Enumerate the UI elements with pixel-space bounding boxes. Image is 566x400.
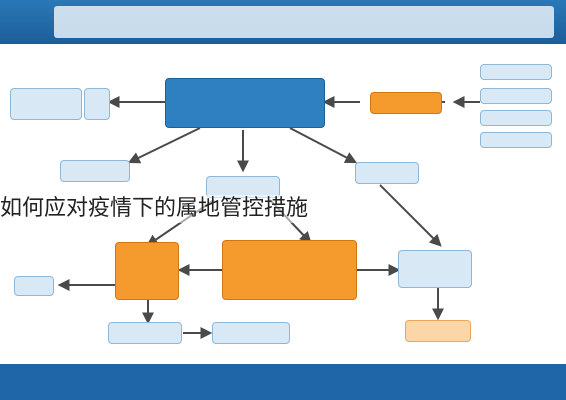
feedback-box <box>60 160 130 182</box>
isolation-box <box>405 320 471 342</box>
arrow-hq-to-feedback <box>127 127 201 164</box>
source-box-4 <box>480 132 552 148</box>
overlay-caption: 如何应对疫情下的属地管控措施 <box>0 195 309 223</box>
left-orange-panel <box>115 242 179 300</box>
title-banner <box>0 0 566 44</box>
title-banner-panel <box>54 6 554 38</box>
street-box <box>398 250 472 288</box>
arrow-hq-to-task <box>289 127 358 164</box>
source-box-1 <box>480 64 552 80</box>
task-box <box>355 162 419 184</box>
source-box-3 <box>480 110 552 126</box>
left-info-box <box>10 88 82 120</box>
footer-banner <box>0 364 566 400</box>
hospital-box <box>14 276 54 296</box>
home-observation-box <box>212 322 290 344</box>
center-orange-panel <box>222 240 357 300</box>
command-center-box <box>165 78 325 128</box>
left-narrow-box <box>84 88 110 120</box>
arrow-task-to-street <box>379 184 442 247</box>
key-personnel-box <box>370 92 442 114</box>
source-box-2 <box>480 88 552 104</box>
release-box <box>108 322 182 344</box>
